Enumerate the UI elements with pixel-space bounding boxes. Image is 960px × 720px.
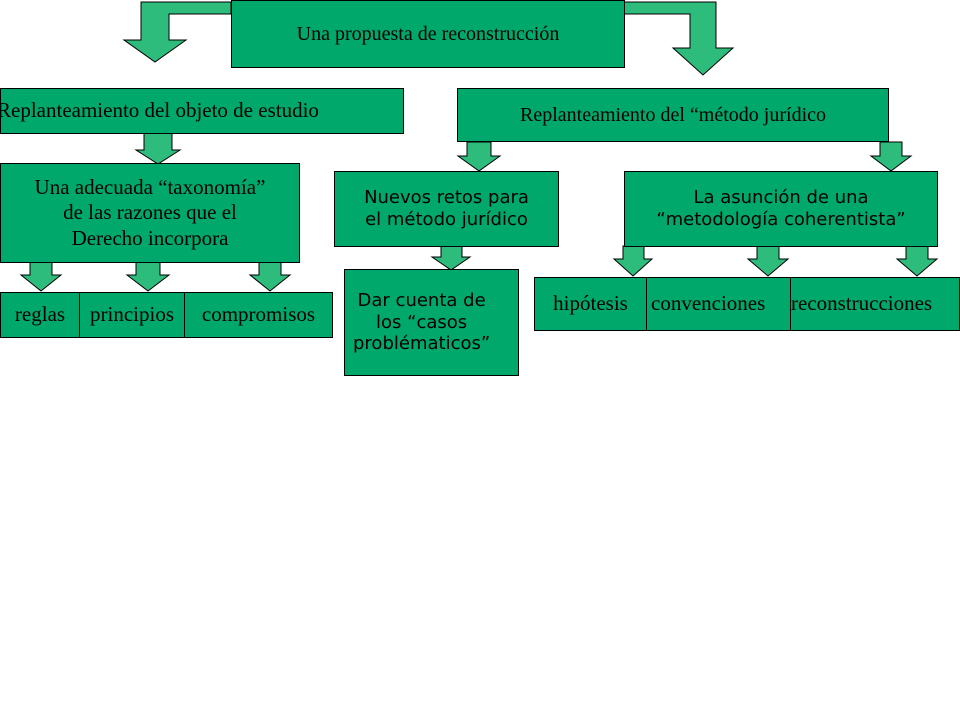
metodo-juridico-title: Replanteamiento del “método jurídico xyxy=(519,103,826,126)
reconstrucciones-label: reconstrucciones xyxy=(791,291,933,316)
root-title: Una propuesta de reconstrucción xyxy=(296,22,560,45)
casos-text: Dar cuenta de los “casos problématicos” xyxy=(353,289,491,355)
down-arrow-coherentista xyxy=(869,141,913,172)
taxonomia-box: Una adecuada “taxonomía” de las razones … xyxy=(0,163,300,263)
down-arrow-principios xyxy=(125,261,171,292)
compromisos-box: compromisos xyxy=(184,292,333,338)
hipotesis-label: hipótesis xyxy=(553,291,628,316)
taxonomia-text: Una adecuada “taxonomía” de las razones … xyxy=(34,174,266,250)
convenciones-box: convenciones xyxy=(646,277,791,331)
reglas-box: reglas xyxy=(0,292,80,338)
reglas-label: reglas xyxy=(14,302,66,327)
coherentista-box: La asunción de una “metodología coherent… xyxy=(624,171,938,247)
casos-box: Dar cuenta de los “casos problématicos” xyxy=(344,269,519,376)
coherentista-text: La asunción de una “metodología coherent… xyxy=(656,187,906,230)
connector-arrow-root-right xyxy=(623,1,735,76)
down-arrow-objeto xyxy=(134,132,182,165)
hipotesis-box: hipótesis xyxy=(534,277,647,331)
down-arrow-reglas xyxy=(19,261,63,292)
metodo-juridico-box: Replanteamiento del “método jurídico xyxy=(457,88,889,142)
reconstrucciones-box: reconstrucciones xyxy=(790,277,960,331)
nuevos-retos-box: Nuevos retos para el método jurídico xyxy=(334,171,559,247)
principios-box: principios xyxy=(79,292,185,338)
objeto-estudio-title: Replanteamiento del objeto de estudio xyxy=(0,98,319,123)
convenciones-label: convenciones xyxy=(651,291,766,316)
down-arrow-compromisos xyxy=(248,261,292,292)
nuevos-retos-text: Nuevos retos para el método jurídico xyxy=(364,187,529,230)
down-arrow-casos xyxy=(430,245,472,271)
root-box: Una propuesta de reconstrucción xyxy=(231,0,625,68)
connector-arrow-root-left xyxy=(122,1,232,63)
objeto-estudio-box: Replanteamiento del objeto de estudio xyxy=(0,88,404,134)
compromisos-label: compromisos xyxy=(201,302,316,327)
down-arrow-hipotesis xyxy=(612,245,654,277)
down-arrow-reconstrucciones xyxy=(895,245,939,277)
down-arrow-retos xyxy=(456,141,502,172)
down-arrow-convenciones xyxy=(746,245,790,277)
principios-label: principios xyxy=(90,302,174,327)
